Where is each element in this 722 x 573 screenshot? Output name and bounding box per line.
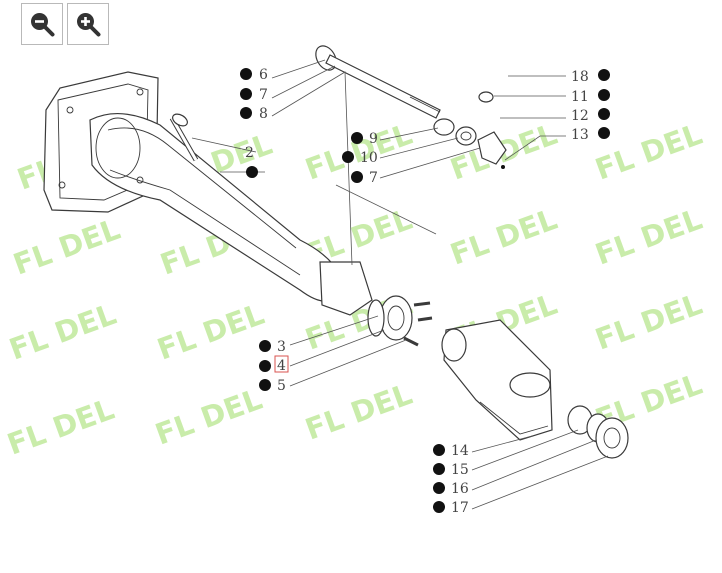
bushing-part-12: [477, 91, 507, 169]
steering-knuckle: [441, 319, 553, 441]
callout-marker: [259, 360, 271, 372]
callout-15: 15: [451, 462, 469, 478]
watermark: FL DEL: [301, 377, 417, 447]
callout-marker: [259, 379, 271, 391]
callout-marker: [433, 501, 445, 513]
callout-marker: [433, 444, 445, 456]
callout-16: 16: [451, 481, 469, 497]
callout-10: 10: [360, 150, 378, 166]
callout-8: 8: [259, 106, 268, 122]
callout-marker: [598, 108, 610, 120]
watermark: FL DEL: [153, 297, 269, 367]
callout-12: 12: [571, 108, 589, 124]
hub-flange: [367, 295, 433, 347]
bolt-part-2: [169, 113, 199, 162]
callout-marker: [598, 89, 610, 101]
callout-7: 7: [259, 87, 268, 103]
highlight-box: [274, 355, 289, 373]
callout-18: 18: [571, 69, 589, 85]
callout-5: 5: [277, 378, 286, 394]
watermark: FL DEL: [9, 212, 125, 282]
seal-rings: [433, 118, 477, 146]
callout-marker: [259, 340, 271, 352]
thrust-washers: [567, 405, 629, 459]
callout-marker: [342, 151, 354, 163]
watermark: FL DEL: [446, 202, 562, 272]
callout-9: 9: [369, 131, 378, 147]
callout-marker: [351, 171, 363, 183]
axle-housing: [43, 71, 373, 316]
callout-3: 3: [277, 339, 286, 355]
callout-4[interactable]: 4: [277, 358, 286, 374]
callout-marker: [598, 127, 610, 139]
watermark: FL DEL: [5, 297, 121, 367]
callout-17: 17: [451, 500, 469, 516]
callout-2: 2: [245, 145, 254, 161]
callout-marker: [598, 69, 610, 81]
watermark: FL DEL: [591, 287, 707, 357]
zoom-in-button[interactable]: [67, 3, 109, 45]
watermark: FL DEL: [591, 202, 707, 272]
watermark: FL DEL: [3, 392, 119, 462]
callout-marker: [433, 482, 445, 494]
callout-marker: [240, 88, 252, 100]
callout-marker: [240, 68, 252, 80]
callout-marker: [351, 132, 363, 144]
zoom-out-icon: [31, 13, 55, 37]
callout-marker: [240, 107, 252, 119]
callout-13: 13: [571, 127, 589, 143]
watermark: FL DEL: [151, 382, 267, 452]
callout-6: 6: [259, 67, 268, 83]
leader-lines: [191, 59, 609, 510]
callout-marker: [433, 463, 445, 475]
zoom-in-icon: [77, 13, 101, 37]
zoom-out-button[interactable]: [21, 3, 63, 45]
callout-14: 14: [451, 443, 469, 459]
callout-labels: 6 7 8 2 9 10 7 18 11 12 13 3 4 5 14 15 1…: [240, 67, 610, 516]
callout-11: 11: [571, 89, 589, 105]
callout-marker: [246, 166, 258, 178]
drive-shaft: [315, 45, 441, 119]
callout-7b: 7: [369, 170, 378, 186]
watermark: FL DEL: [591, 117, 707, 187]
